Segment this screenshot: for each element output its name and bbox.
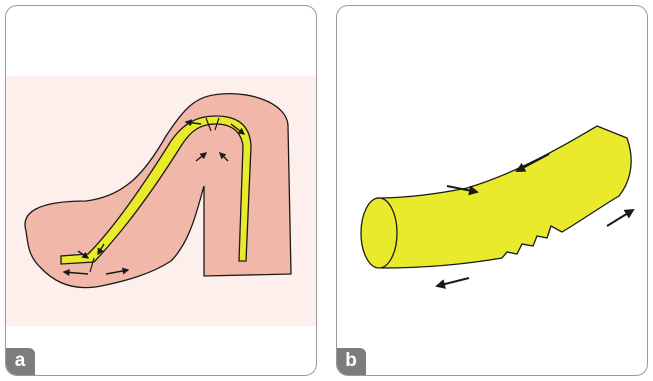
- panel-b: b: [336, 5, 648, 376]
- panel-a: a: [5, 5, 317, 376]
- arrow-icon: [607, 210, 633, 226]
- arrow-icon: [437, 278, 469, 286]
- panel-label-b: b: [336, 348, 366, 376]
- panel-a-illustration: [6, 6, 317, 376]
- tube-body: [377, 126, 631, 268]
- panel-b-illustration: [337, 6, 648, 376]
- tube-end: [361, 198, 397, 268]
- panel-label-a: a: [5, 348, 35, 376]
